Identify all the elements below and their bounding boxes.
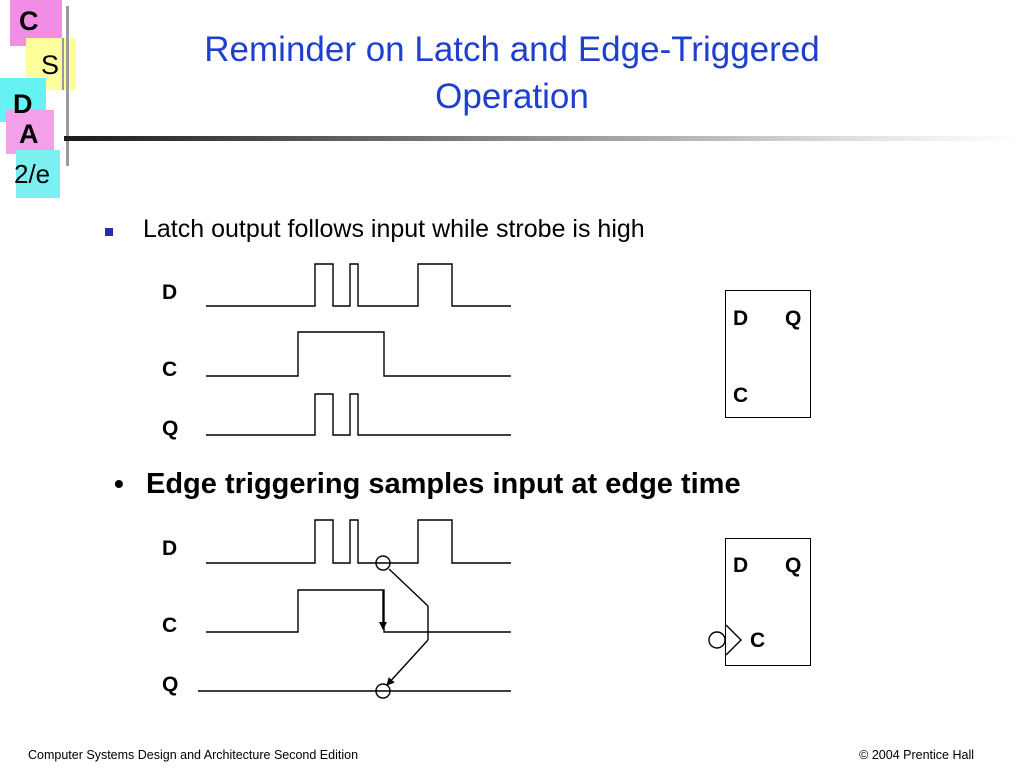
edge-signal-c-label: C bbox=[162, 614, 178, 637]
title-line-2: Operation bbox=[435, 77, 589, 116]
latch-signal-d-label: D bbox=[162, 281, 178, 304]
latch-signal-c-label: C bbox=[162, 358, 178, 381]
latch-c-waveform bbox=[206, 331, 511, 377]
bullet-edge-text: Edge triggering samples input at edge ti… bbox=[146, 468, 741, 500]
edge-c-waveform bbox=[206, 589, 511, 633]
latch-q-waveform bbox=[206, 393, 511, 436]
inverted-clock-bubble-icon bbox=[708, 631, 726, 649]
logo-divider-short bbox=[62, 38, 64, 90]
latch-ff-q-label: Q bbox=[785, 307, 802, 330]
edge-ff-c-label: C bbox=[750, 629, 766, 652]
d-sample-line bbox=[388, 568, 429, 607]
logo-letter-c: C bbox=[19, 6, 39, 36]
edge-signal-d-label: D bbox=[162, 537, 178, 560]
footer-right: © 2004 Prentice Hall bbox=[859, 748, 974, 762]
footer-left: Computer Systems Design and Architecture… bbox=[28, 748, 359, 762]
bullet-latch-text: Latch output follows input while strobe … bbox=[143, 215, 645, 243]
clock-edge-triangle-icon bbox=[725, 624, 742, 656]
logo-divider bbox=[66, 6, 69, 166]
sample-point-q-circle bbox=[375, 683, 391, 699]
title-rule bbox=[64, 136, 1024, 141]
q-update-arrow bbox=[386, 639, 429, 686]
logo-letter-d: D bbox=[13, 89, 33, 119]
edge-signal-q-label: Q bbox=[162, 673, 179, 696]
latch-flipflop-box bbox=[725, 290, 811, 418]
latch-ff-d-label: D bbox=[733, 307, 749, 330]
logo-square-pink bbox=[6, 110, 54, 154]
page-title: Reminder on Latch and Edge-Triggered Ope… bbox=[140, 26, 884, 120]
logo-letter-s: S bbox=[41, 50, 60, 80]
sample-point-d-circle bbox=[375, 555, 391, 571]
edge-ff-d-label: D bbox=[733, 554, 749, 577]
round-bullet-icon: • bbox=[114, 468, 124, 499]
square-bullet-icon bbox=[105, 228, 113, 236]
latch-d-waveform bbox=[206, 263, 511, 307]
latch-ff-c-label: C bbox=[733, 384, 749, 407]
edge-ff-q-label: Q bbox=[785, 554, 802, 577]
logo-square-cyan-bottom bbox=[16, 150, 60, 198]
logo-letter-a: A bbox=[19, 119, 39, 149]
edge-flipflop-box bbox=[725, 538, 811, 666]
latch-signal-q-label: Q bbox=[162, 417, 179, 440]
logo-edition: 2/e bbox=[14, 159, 51, 189]
edge-d-waveform bbox=[206, 519, 511, 564]
title-line-1: Reminder on Latch and Edge-Triggered bbox=[204, 30, 820, 69]
